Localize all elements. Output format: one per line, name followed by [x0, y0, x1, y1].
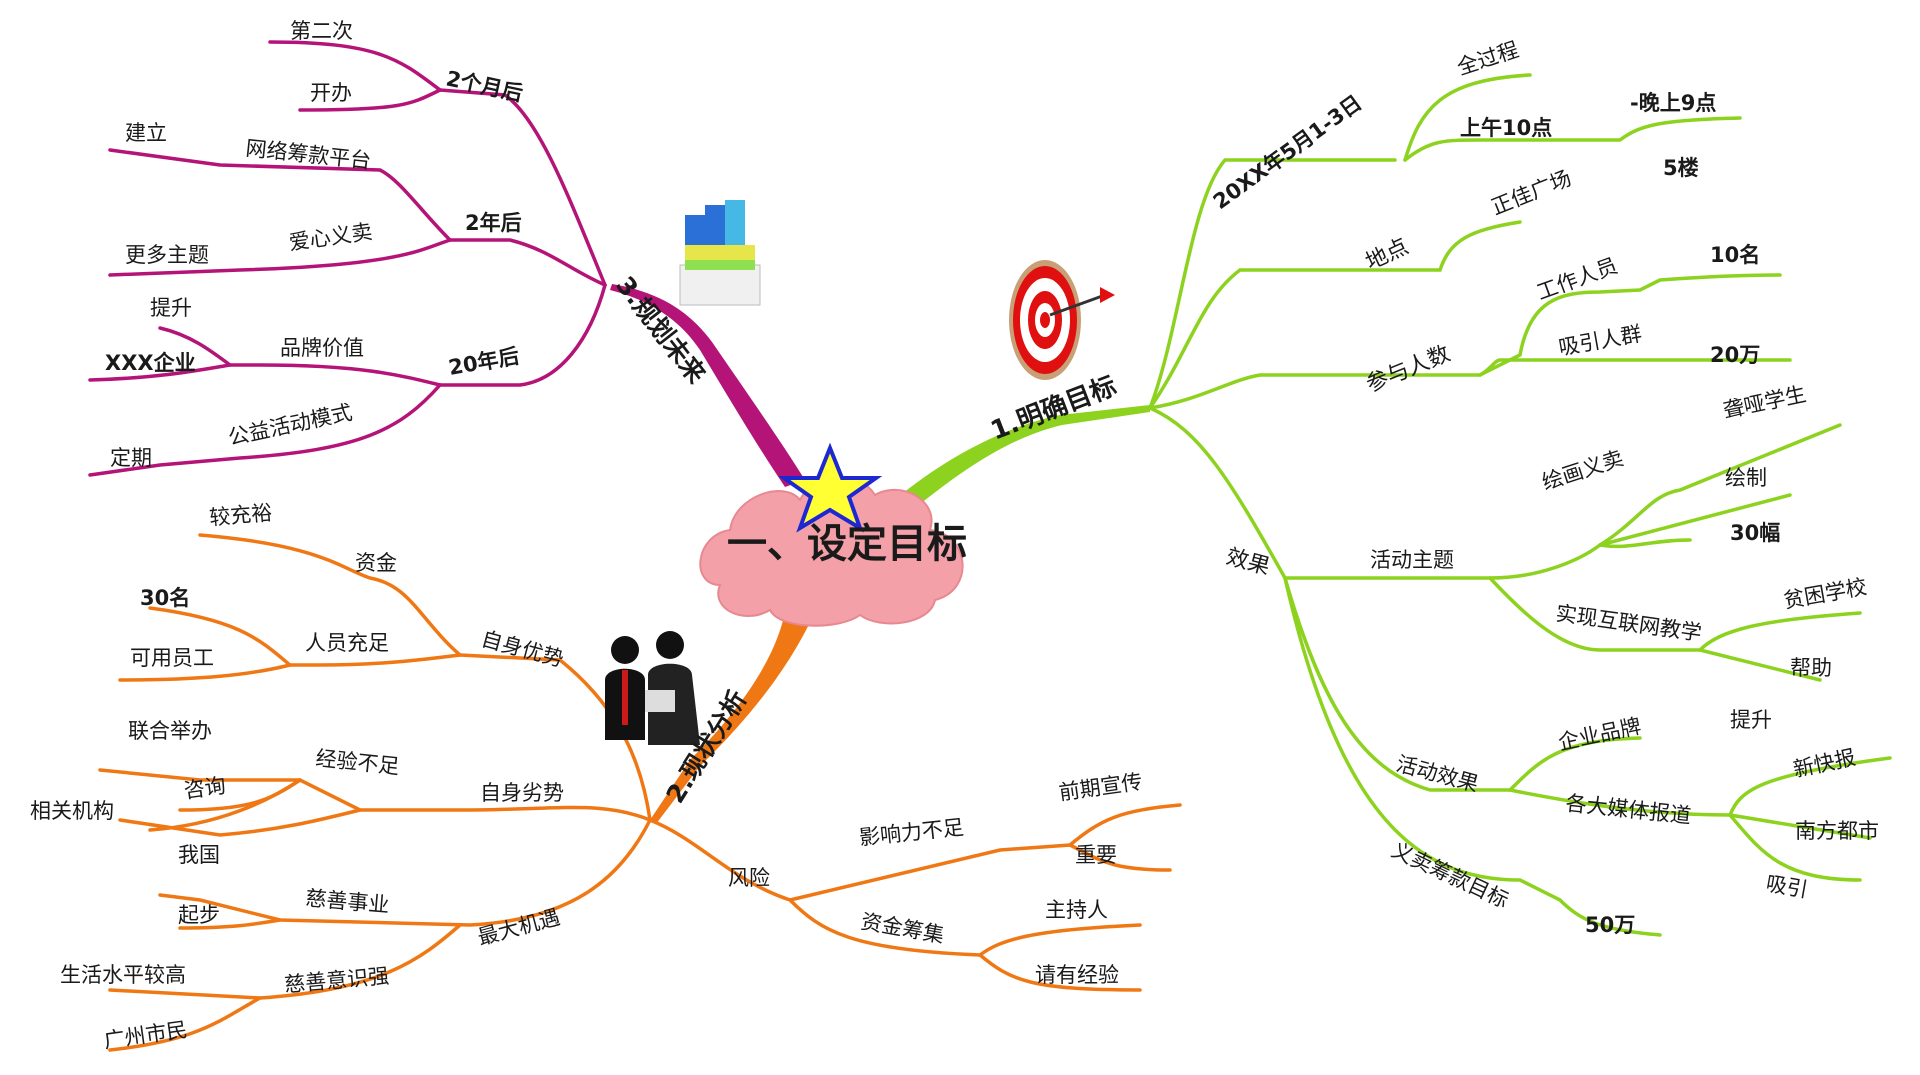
plan-m2-b: 开办 [310, 81, 352, 105]
main-branch-goal [892, 405, 1150, 520]
businesspeople-icon [605, 631, 700, 745]
analysis-dis-joint: 联合举办 [128, 719, 212, 743]
goal-theme: 活动主题 [1370, 548, 1454, 572]
goal-result-p2: 南方都市 [1795, 819, 1879, 843]
analysis-dis: 自身劣势 [480, 781, 564, 805]
plan-y2-build: 建立 [125, 121, 167, 145]
analysis-opp-life: 生活水平较高 [60, 963, 186, 987]
analysis-risk-host: 主持人 [1045, 898, 1108, 922]
analysis-risk: 风险 [728, 866, 770, 890]
analysis-opp-cause: 慈善事业 [305, 886, 391, 917]
target-icon [1009, 260, 1115, 380]
star-icon [777, 442, 883, 533]
goal-effect: 效果 [1223, 545, 1272, 581]
goal-result-p3: 吸引 [1764, 871, 1810, 902]
plan-m2-a: 第二次 [290, 19, 353, 43]
goal-result-up: 提升 [1730, 708, 1772, 732]
goal-time-am: 上午10点 [1460, 116, 1552, 140]
goal-time-all: 全过程 [1454, 37, 1521, 79]
analysis-opp-start: 起步 [178, 903, 220, 927]
goal-result-brand: 企业品牌 [1556, 714, 1643, 755]
goal-theme-draw: 绘制 [1725, 466, 1767, 490]
plan-y20-mode: 公益活动模式 [226, 400, 354, 450]
analysis-dis-org: 相关机构 [30, 799, 114, 823]
analysis-branch-text: 2.现状分析 自身优势 资金 较充裕 人员充足 30名 可用员工 自身劣势 经验… [30, 501, 1144, 1053]
analysis-opp-cn: 我国 [178, 843, 220, 867]
goal-theme-net: 实现互联网教学 [1554, 601, 1703, 645]
plan-branch-lines [88, 40, 607, 477]
central-cloud [699, 475, 964, 627]
main-branch-analysis [650, 612, 812, 824]
goal-target: 义卖筹款目标 [1388, 838, 1512, 913]
analysis-risk-exp: 请有经验 [1035, 963, 1119, 987]
plan-y20: 20年后 [447, 344, 521, 380]
analysis-opp: 最大机遇 [475, 905, 562, 950]
goal-place-floor: 5楼 [1663, 156, 1699, 180]
analysis-opp-aware: 慈善意识强 [283, 964, 390, 997]
analysis-dis-consult: 咨询 [182, 773, 227, 803]
analysis-branch-lines [98, 533, 1182, 1052]
goal-label: 1.明确目标 [986, 370, 1120, 446]
goal-branch-text: 1.明确目标 20XX年5月1-3日 全过程 上午10点 -晚上9点 地点 正佳… [986, 37, 1879, 937]
main-branch-plan [610, 284, 805, 487]
goal-place-mall: 正佳广场 [1488, 166, 1575, 220]
goal-theme-deaf: 聋哑学生 [1721, 382, 1808, 423]
goal-people-staff: 工作人员 [1534, 253, 1621, 304]
goal-theme-poor: 贫困学校 [1782, 575, 1869, 613]
plan-y20-reg: 定期 [110, 446, 152, 470]
plan-y2-more: 更多主题 [125, 243, 209, 267]
analysis-risk-infl: 影响力不足 [858, 815, 965, 850]
goal-branch-lines [1148, 73, 1892, 937]
analysis-adv-usable: 可用员工 [130, 646, 214, 670]
chart-icon [679, 200, 761, 306]
goal-people: 参与人数 [1363, 341, 1454, 397]
analysis-dis-exp: 经验不足 [314, 746, 400, 779]
analysis-risk-imp: 重要 [1075, 843, 1117, 867]
goal-time: 20XX年5月1-3日 [1209, 90, 1366, 214]
plan-y20-brand: 品牌价值 [280, 336, 364, 360]
goal-theme-n: 30幅 [1730, 521, 1780, 545]
analysis-opp-gz: 广州市民 [102, 1017, 189, 1052]
analysis-adv-fund: 资金 [355, 551, 397, 575]
goal-people-staff-n: 10名 [1710, 243, 1760, 267]
goal-people-crowd-n: 20万 [1710, 343, 1760, 367]
analysis-adv-n: 30名 [140, 586, 190, 610]
goal-result-p1: 新快报 [1791, 745, 1858, 782]
goal-result-media: 各大媒体报道 [1564, 791, 1692, 828]
analysis-risk-pre: 前期宣传 [1057, 769, 1144, 804]
analysis-adv-rich: 较充裕 [208, 501, 273, 530]
analysis-adv: 自身优势 [479, 627, 566, 672]
goal-theme-charity: 绘画义卖 [1539, 446, 1626, 495]
plan-branch-text: 3.规划未来 2个月后 第二次 开办 2年后 网络筹款平台 建立 爱心义卖 更多… [105, 19, 712, 470]
goal-target-n: 50万 [1585, 913, 1635, 937]
goal-time-pm: -晚上9点 [1630, 91, 1716, 115]
plan-y2: 2年后 [465, 211, 522, 235]
plan-y20-corp: XXX企业 [105, 351, 196, 375]
analysis-adv-staff: 人员充足 [305, 631, 389, 655]
plan-y20-up: 提升 [150, 296, 192, 320]
central-title: 一、设定目标 [727, 521, 967, 567]
goal-theme-help: 帮助 [1790, 656, 1832, 680]
goal-people-crowd: 吸引人群 [1557, 322, 1644, 360]
plan-m2: 2个月后 [444, 66, 525, 106]
plan-y2-sale: 爱心义卖 [287, 219, 374, 254]
